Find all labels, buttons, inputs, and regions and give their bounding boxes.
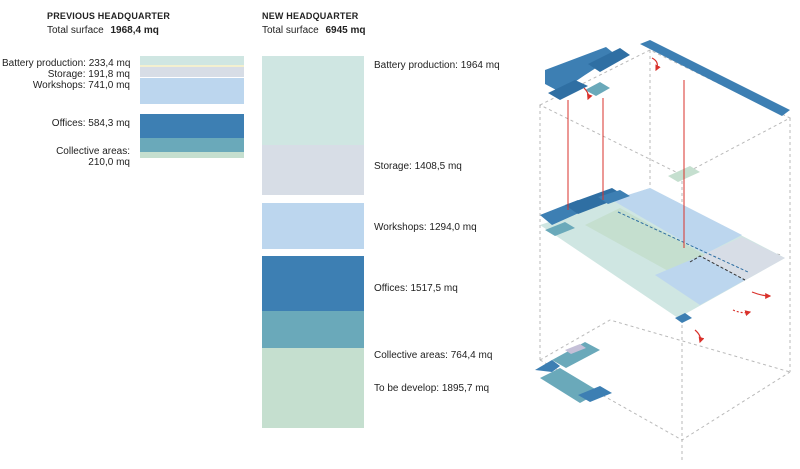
previous-seg-collective	[140, 138, 244, 152]
new-heading: NEW HEADQUARTER	[262, 11, 359, 21]
new-seg-battery	[262, 56, 364, 145]
new-label-develop: To be develop: 1895,7 mq	[374, 383, 490, 394]
previous-total-surface: Total surface 1968,4 mq	[47, 25, 159, 36]
middle-floor	[540, 188, 785, 323]
previous-label-collective-1: Collective areas:	[56, 146, 130, 157]
new-seg-storage	[262, 145, 364, 195]
new-surface-value: 6945 mq	[325, 25, 366, 36]
previous-label-offices: Offices: 584,3 mq	[51, 118, 130, 129]
previous-label-workshops: Workshops: 741,0 mq	[32, 80, 130, 91]
new-bar	[262, 56, 364, 428]
new-seg-collective	[262, 311, 364, 348]
new-label-offices: Offices: 1517,5 mq	[374, 283, 458, 294]
previous-seg-workshops	[140, 78, 244, 104]
previous-seg-develop	[140, 152, 244, 158]
previous-seg-offices	[140, 114, 244, 138]
previous-seg-battery	[140, 56, 244, 65]
previous-seg-divider	[140, 65, 244, 67]
new-seg-develop	[262, 348, 364, 428]
previous-label-battery: Battery production: 233,4 mq	[2, 58, 131, 69]
previous-label-storage: Storage: 191,8 mq	[47, 69, 130, 80]
previous-label-collective-2: 210,0 mq	[88, 157, 130, 168]
new-seg-offices	[262, 256, 364, 311]
previous-bar	[140, 56, 244, 160]
new-label-battery: Battery production: 1964 mq	[374, 60, 500, 71]
red-arrows	[583, 57, 772, 344]
previous-heading: PREVIOUS HEADQUARTER	[47, 11, 171, 21]
new-label-collective: Collective areas: 764,4 mq	[374, 350, 493, 361]
previous-surface-value: 1968,4 mq	[110, 25, 159, 36]
new-total-surface: Total surface 6945 mq	[262, 25, 366, 36]
top-floor	[545, 40, 790, 182]
new-surface-label: Total surface	[262, 25, 319, 36]
red-connector-lines	[567, 80, 685, 248]
previous-seg-storage	[140, 67, 244, 77]
new-label-storage: Storage: 1408,5 mq	[374, 161, 462, 172]
new-label-workshops: Workshops: 1294,0 mq	[374, 222, 477, 233]
ground-floor	[535, 342, 612, 403]
new-seg-workshops	[262, 203, 364, 249]
previous-surface-label: Total surface	[47, 25, 104, 36]
